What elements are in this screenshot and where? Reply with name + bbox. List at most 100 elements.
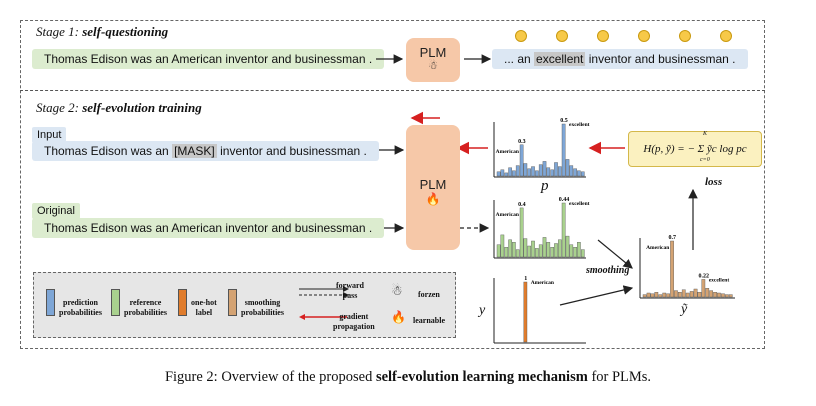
reference-value-label: 0.44 [559, 197, 570, 203]
prediction-bar [550, 169, 554, 177]
smoothing-bar [658, 294, 663, 298]
prediction-bar [535, 170, 539, 177]
prediction-bar [515, 165, 520, 177]
reference-bar [546, 242, 551, 258]
prediction-bar [508, 167, 512, 177]
prediction-bar [496, 171, 501, 177]
caption-pre: Figure 2: Overview of the proposed [164, 369, 376, 385]
prediction-bar [538, 164, 543, 177]
reference-bar [550, 246, 554, 258]
smoothing-bar [650, 293, 655, 298]
smoothing-bar [709, 290, 713, 298]
reference-bar [508, 239, 512, 258]
smoothing-label: smoothing [586, 265, 630, 276]
reference-token-label: American [496, 212, 519, 218]
input-post: inventor and businessman . [220, 144, 367, 158]
smoothing-bar [670, 240, 674, 298]
reference-bar [538, 244, 543, 258]
smoothing-bar [689, 291, 694, 298]
smoothing-bar [728, 294, 733, 298]
legend-label-line: smoothing [244, 298, 281, 307]
smoothing-bar [725, 294, 729, 298]
reference-bar [519, 207, 524, 258]
prediction-bar [561, 123, 566, 177]
legend-label-line: probabilities [59, 308, 102, 317]
onehot-axes [493, 278, 586, 344]
legend-swatch [46, 289, 55, 316]
pred-xlabel: p [541, 178, 549, 194]
legend-box [33, 272, 456, 338]
stage1-plm-box: PLM ☃ [406, 38, 460, 82]
prediction-bar [554, 162, 558, 177]
smiley-face-icon [679, 30, 691, 42]
smiley-face-icon [720, 30, 732, 42]
legend-fire-icon: 🔥 [391, 310, 406, 324]
reference-bar [554, 243, 558, 258]
prediction-bar [527, 168, 531, 177]
stage2-title: self-evolution training [82, 100, 202, 115]
smoothing-bar [721, 293, 725, 298]
input-tag: Input [32, 127, 67, 143]
legend-label-line: probabilities [241, 308, 284, 317]
stage1-plm-label: PLM [419, 45, 447, 60]
prediction-bar [512, 170, 516, 177]
prediction-token-label: American [496, 149, 519, 155]
stage2-plm-label: PLM [419, 177, 447, 192]
smooth-axes [639, 238, 735, 299]
prediction-bar [523, 163, 528, 177]
s1-output-post: inventor and businessman . [588, 52, 736, 66]
legend-learnable: learnable [413, 316, 445, 325]
prediction-value-label: 0.3 [518, 139, 526, 145]
reference-bar [577, 242, 581, 258]
legend-swatch [228, 289, 237, 316]
smoothing-bar [646, 292, 651, 298]
fire-icon: 🔥 [425, 192, 441, 206]
s1-output-pre: ... an [504, 52, 531, 66]
prediction-bar [546, 167, 551, 177]
prediction-bar [542, 161, 547, 177]
stage1-title: self-questioning [82, 24, 169, 39]
prediction-bar [504, 172, 509, 177]
smiley-face-icon [556, 30, 568, 42]
smooth-xlabel: ỹ [681, 302, 688, 317]
smoothing-bar [701, 279, 706, 298]
smoothing-token-label: American [646, 245, 669, 251]
figure-frame [20, 20, 765, 349]
smoothing-value-label: 0.22 [698, 273, 709, 279]
stage2-plm-box: PLM 🔥 [406, 125, 460, 250]
reference-bar [512, 242, 516, 258]
figure-caption: Figure 2: Overview of the proposed self-… [0, 369, 816, 386]
reference-bar [565, 235, 570, 258]
reference-bar [581, 249, 585, 258]
smoothing-bar [717, 292, 721, 298]
smooth-arrow-ref [597, 239, 633, 269]
reference-bar [504, 246, 509, 258]
reference-bar [569, 244, 574, 258]
prediction-bar [577, 170, 581, 177]
original-sentence: Thomas Edison was an American inventor a… [32, 218, 385, 238]
ref-axes [493, 200, 586, 259]
stage-divider [20, 90, 765, 91]
smoothing-bar [642, 294, 647, 298]
bars-layer: 0.3American0.5excellent0.4American0.44ex… [496, 118, 733, 343]
smoothing-bar [654, 292, 659, 298]
reference-bar [523, 238, 528, 258]
prediction-bar [519, 144, 524, 177]
loss-label: loss [705, 176, 723, 188]
reference-bar [535, 248, 539, 258]
one-hot-value-label: 1 [524, 276, 527, 282]
original-tag: Original [32, 203, 80, 219]
reference-bar [558, 239, 562, 258]
stage1-input-sentence: Thomas Edison was an American inventor a… [32, 49, 385, 69]
input-sentence: Thomas Edison was an [MASK] inventor and… [32, 141, 379, 161]
prediction-bar [569, 165, 574, 177]
prediction-bar [573, 168, 577, 177]
legend-gradient-2: propagation [333, 322, 375, 331]
onehot-ylabel: y [479, 303, 486, 318]
smoothing-token-label: excellent [709, 277, 730, 283]
formula-sum-bot: c=0 [700, 157, 710, 163]
